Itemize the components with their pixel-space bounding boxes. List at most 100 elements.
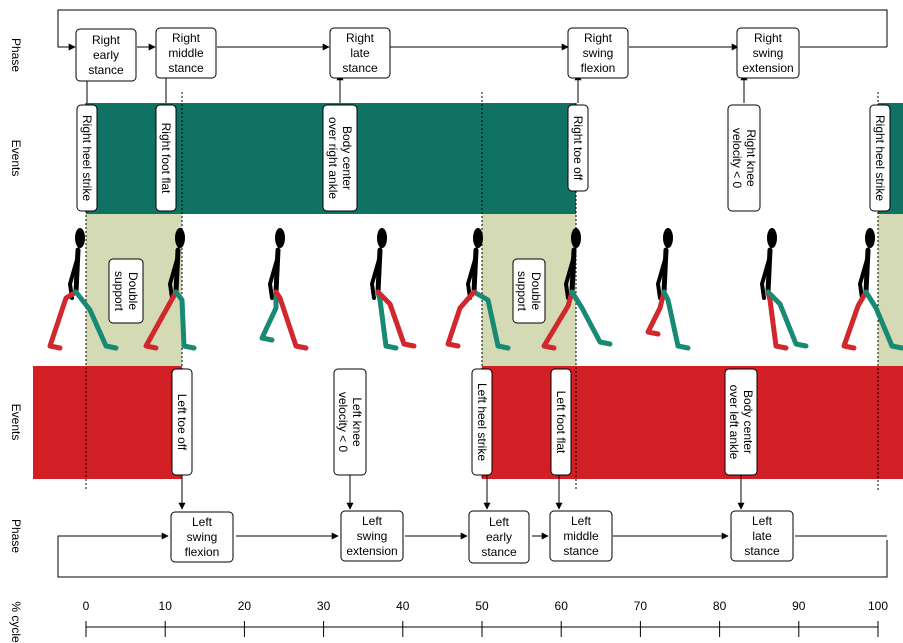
walking-figure-2 [143,228,197,351]
walking-figure-3 [259,228,309,351]
right-phase-box-2-text: Right [172,31,201,45]
figure-back-leg [143,289,179,351]
right-event-box-2: Right foot flat [155,104,177,212]
left-phase-box-3-text: Left [489,515,510,529]
right-phase-box-4-box [567,27,629,79]
left-phase-box-1-text: swing [187,530,218,544]
left-event-box-2-text: velocity < 0 [336,392,350,453]
left-event-box-5-text: Body center [741,390,755,454]
right-phase-box-5-box [736,27,800,79]
walking-figure-5 [445,228,511,351]
phase-top-row-label: Phase [9,38,23,72]
left-phase-box-3-text: early [486,530,512,544]
left-phase-box-5-box [730,510,794,562]
left-event-box-2-text: Left knee [350,397,364,447]
figure-front-leg [375,289,417,349]
left-phase-box-2-text: extension [346,544,397,558]
phase-bottom-row-label: Phase [9,519,23,553]
right-phase-box-4-text: Right [584,31,613,45]
figure-back-leg [645,289,667,337]
axis-tick-label: 10 [159,599,173,613]
left-event-arrows [178,474,745,510]
double-support-label-1-box [108,258,144,324]
walking-figure-4 [369,228,417,351]
figure-back-leg [259,289,279,343]
left-phase-loop [57,532,888,578]
right-event-box-4-box [567,104,589,192]
right-event-box-6-box [869,104,891,212]
figure-front-leg [73,289,119,351]
right-event-box-3-text: Body center [340,126,354,190]
left-phase-box-4-text: Left [571,514,592,528]
left-phase-box-5-text: late [752,529,772,543]
left-stance-band-start [33,366,182,479]
left-event-box-4-text: Left foot flat [554,391,568,454]
figure-back-leg [471,289,511,351]
figure-head [571,228,581,248]
figure-back-leg [47,289,79,351]
right-event-box-4: Right toe off [567,104,589,192]
axis-tick-label: 100 [868,599,888,613]
axis-tick-label: 60 [555,599,569,613]
axis-tick-label: 80 [713,599,727,613]
left-phase-box-1-box [170,511,234,563]
figure-arm [655,254,668,300]
figure-arm [563,254,576,300]
left-event-box-5-text: over left ankle [727,385,741,460]
double-support-label-2-box [512,258,546,324]
left-phase-box-3-box [468,510,530,564]
figure-head [175,228,185,248]
right-event-box-5-box [727,104,761,212]
left-event-box-1: Left toe off [171,368,193,476]
right-phase-box-2-box [155,27,217,79]
axis-tick-label: 40 [396,599,410,613]
walking-figure-7 [645,228,691,351]
figure-arm [759,254,772,300]
left-event-box-1-text: Left toe off [175,394,189,451]
figure-head [865,228,875,248]
right-phase-box-5-text: swing [753,46,784,60]
left-phase-boxes: LeftswingflexionLeftswingextensionLeftea… [170,510,794,564]
axis-tick-label: 30 [317,599,331,613]
right-phase-box-5-text: Right [754,31,783,45]
figure-back-leg [541,289,575,351]
axis-tick-label: 70 [634,599,648,613]
double-support-label-2-text: support [515,271,529,312]
events-top-row-label: Events [9,140,23,177]
right-phase-box-4-text: flexion [581,61,616,75]
right-phase-box-1-text: Right [92,33,121,47]
left-phase-box-1-text: flexion [185,545,220,559]
right-phase-box-5-text: extension [742,61,793,75]
axis-tick-label: 50 [475,599,489,613]
left-phase-box-2-box [340,510,404,562]
figure-front-leg [173,289,197,351]
left-event-box-2-box [333,368,367,476]
left-phase-box-4-text: middle [563,529,599,543]
figure-head [275,228,285,248]
right-event-box-1: Right heel strike [76,104,98,212]
right-event-box-2-text: Right foot flat [159,123,173,194]
right-phase-box-2-text: stance [168,61,204,75]
figure-arm [267,254,280,300]
figure-back-leg [841,289,869,351]
cycle-axis-label: % cycle [9,601,23,643]
figure-front-leg [863,289,903,351]
left-event-box-3-text: Left heel strike [475,383,489,461]
axis-tick-label: 90 [792,599,806,613]
left-event-box-3: Left heel strike [471,368,493,476]
figure-head [767,228,777,248]
